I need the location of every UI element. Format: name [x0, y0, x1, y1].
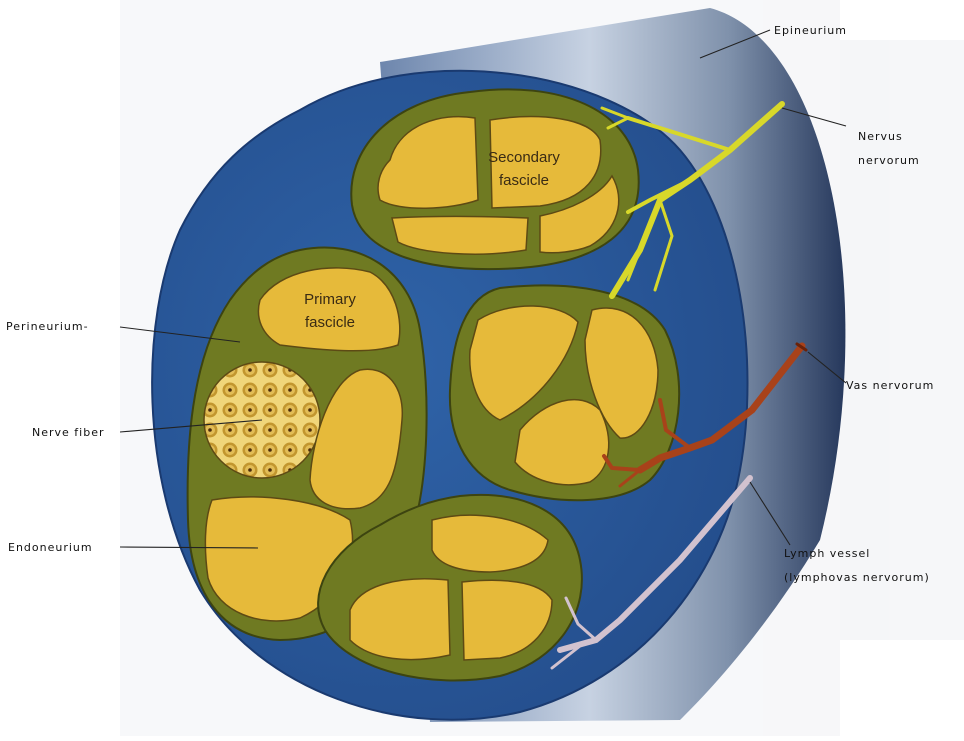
label-nervus-line2: nervorum: [858, 154, 920, 167]
label-endoneurium: Endoneurium: [8, 541, 93, 554]
primary-fascicle-label-2: fascicle: [305, 314, 355, 331]
label-perineurium: Perineurium-: [6, 320, 89, 333]
primary-fascicle-label-1: Primary: [304, 291, 356, 308]
label-lymph-line2: (lymphovas nervorum): [784, 571, 930, 584]
label-nervus-line1: Nervus: [858, 130, 903, 143]
secondary-fascicle: Secondary fascicle: [351, 89, 638, 269]
secondary-fascicle-label-1: Secondary: [488, 149, 560, 166]
label-nerve-fiber: Nerve fiber: [32, 426, 105, 439]
secondary-fascicle-label-2: fascicle: [499, 172, 549, 189]
label-epineurium: Epineurium: [774, 24, 847, 37]
label-lymph-line1: Lymph vessel: [784, 547, 870, 560]
label-vas-nervorum: Vas nervorum: [846, 379, 934, 392]
